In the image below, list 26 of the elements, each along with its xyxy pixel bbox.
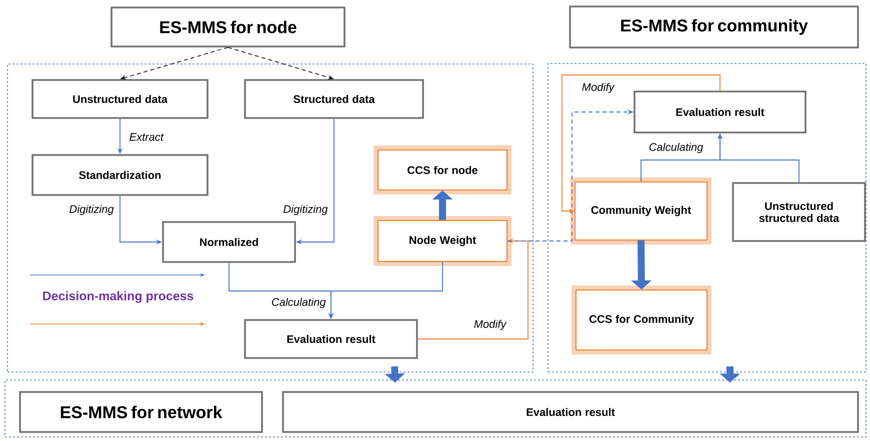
edge-label: Modify: [472, 318, 508, 332]
dotted-container: [548, 63, 866, 372]
edge-label: Calculating: [648, 142, 704, 154]
edge-label: Digitizing: [68, 204, 115, 216]
process-box: Unstructured structured data: [732, 182, 866, 242]
title-box: ES-MMS for node: [110, 6, 346, 48]
process-box: Normalized: [162, 221, 296, 263]
highlighted-box: Community Weight: [570, 178, 712, 244]
process-box: Structured data: [244, 79, 424, 119]
process-box: Evaluation result: [282, 391, 859, 433]
highlighted-box: CCS for node: [374, 146, 512, 194]
process-box: Evaluation result: [634, 90, 806, 134]
title-box: ES-MMS for network: [19, 391, 263, 433]
process-box: Unstructured data: [32, 79, 208, 119]
highlighted-box: CCS for Community: [572, 286, 712, 354]
edge-label: Digitizing: [282, 204, 329, 216]
edge-label: Calculating: [270, 296, 327, 310]
edge-label: Extract: [128, 132, 164, 142]
process-box: Standardization: [32, 154, 208, 196]
highlighted-box: Node Weight: [374, 216, 512, 266]
dotted-container: [7, 64, 534, 372]
dotted-container: [4, 380, 866, 438]
process-box: Evaluation result: [244, 319, 418, 359]
title-box: ES-MMS for community: [569, 6, 859, 48]
process-label: Decision-making process: [43, 291, 194, 303]
edge-label: Modify: [580, 82, 616, 94]
